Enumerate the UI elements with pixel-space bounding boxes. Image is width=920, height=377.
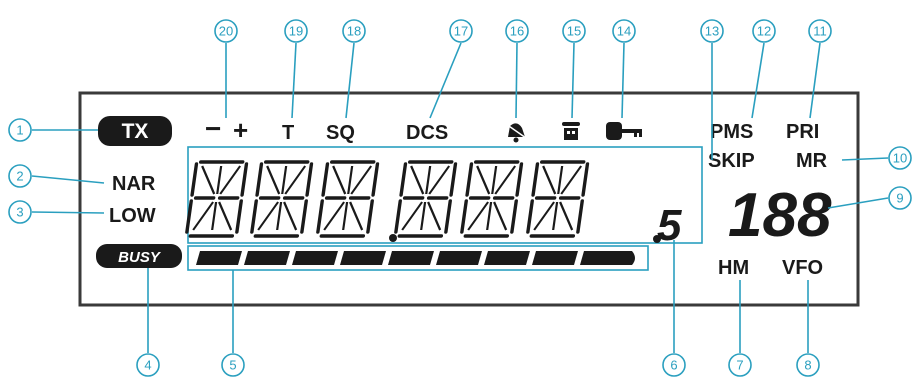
- meter-box: [187, 245, 649, 271]
- callout-1: 1: [8, 118, 32, 142]
- low-indicator: LOW: [109, 205, 156, 227]
- callout-10: 10: [888, 146, 912, 170]
- callout-3: 3: [8, 200, 32, 224]
- trailing-decimal-point: [653, 235, 661, 243]
- digit: [526, 160, 590, 238]
- callout-2: 2: [8, 164, 32, 188]
- callout-13: 13: [700, 19, 724, 43]
- callout-number: 19: [289, 24, 303, 39]
- plus-indicator: +: [233, 115, 248, 145]
- meter-segment: [196, 251, 242, 265]
- callout-12: 12: [752, 19, 776, 43]
- callout-number: 6: [670, 358, 677, 373]
- digit: [185, 160, 249, 238]
- digit: [460, 160, 524, 238]
- skip-indicator: SKIP: [708, 150, 755, 172]
- frequency-digits: [185, 160, 590, 238]
- minus-indicator: −: [205, 113, 221, 144]
- phone-icon: [562, 122, 580, 140]
- decimal-point: [389, 234, 397, 242]
- squelch-indicator: SQ: [326, 122, 355, 144]
- meter-segment: [484, 251, 530, 265]
- digit: [394, 160, 458, 238]
- callout-number: 1: [16, 123, 23, 138]
- meter-segment: [580, 251, 635, 265]
- meter-segment: [292, 251, 338, 265]
- callout-number: 8: [804, 358, 811, 373]
- svg-text:BUSY: BUSY: [118, 249, 162, 266]
- callout-number: 10: [893, 151, 907, 166]
- callout-5: 5: [221, 353, 245, 377]
- channel-number: 188: [728, 181, 832, 250]
- pri-indicator: PRI: [786, 121, 819, 143]
- callout-20: 20: [214, 19, 238, 43]
- callout-14: 14: [612, 19, 636, 43]
- pms-indicator: PMS: [710, 121, 753, 143]
- callout-number: 7: [736, 358, 743, 373]
- callout-number: 17: [454, 24, 468, 39]
- callout-number: 16: [510, 24, 524, 39]
- dcs-indicator: DCS: [406, 122, 448, 144]
- callout-number: 14: [617, 24, 631, 39]
- callout-number: 3: [16, 205, 23, 220]
- meter-segment: [340, 251, 386, 265]
- hm-indicator: HM: [718, 257, 749, 279]
- meter-segment: [244, 251, 290, 265]
- callout-11: 11: [808, 19, 832, 43]
- callout-8: 8: [796, 353, 820, 377]
- signal-meter: [196, 251, 635, 265]
- callout-number: 9: [896, 191, 903, 206]
- callout-number: 2: [16, 169, 23, 184]
- callout-number: 20: [219, 24, 233, 39]
- callout-9: 9: [888, 186, 912, 210]
- meter-segment: [436, 251, 482, 265]
- key-icon: [606, 122, 642, 140]
- callout-number: 4: [144, 358, 151, 373]
- busy-indicator: BUSY: [96, 244, 182, 268]
- nar-indicator: NAR: [112, 173, 156, 195]
- callout-6: 6: [662, 353, 686, 377]
- callout-7: 7: [728, 353, 752, 377]
- mr-indicator: MR: [796, 150, 828, 172]
- callout-number: 15: [567, 24, 581, 39]
- digit: [250, 160, 314, 238]
- callout-18: 18: [342, 19, 366, 43]
- callout-leaders: [31, 42, 889, 353]
- callout-number: 13: [705, 24, 719, 39]
- svg-text:TX: TX: [122, 120, 149, 143]
- meter-segment: [532, 251, 578, 265]
- callout-number: 5: [229, 358, 236, 373]
- vfo-indicator: VFO: [782, 257, 823, 279]
- callout-number: 18: [347, 24, 361, 39]
- callout-15: 15: [562, 19, 586, 43]
- meter-segment: [388, 251, 434, 265]
- bell-icon: [505, 123, 527, 143]
- callout-17: 17: [449, 19, 473, 43]
- callout-16: 16: [505, 19, 529, 43]
- callout-number: 11: [813, 24, 827, 39]
- frequency-box: [187, 146, 703, 244]
- small-digit: 5: [657, 201, 682, 250]
- tone-indicator: T: [282, 122, 294, 144]
- callout-number: 12: [757, 24, 771, 39]
- callout-4: 4: [136, 353, 160, 377]
- callout-19: 19: [284, 19, 308, 43]
- lcd-frame: [78, 91, 860, 307]
- tx-indicator: TX: [98, 116, 172, 146]
- digit: [316, 160, 380, 238]
